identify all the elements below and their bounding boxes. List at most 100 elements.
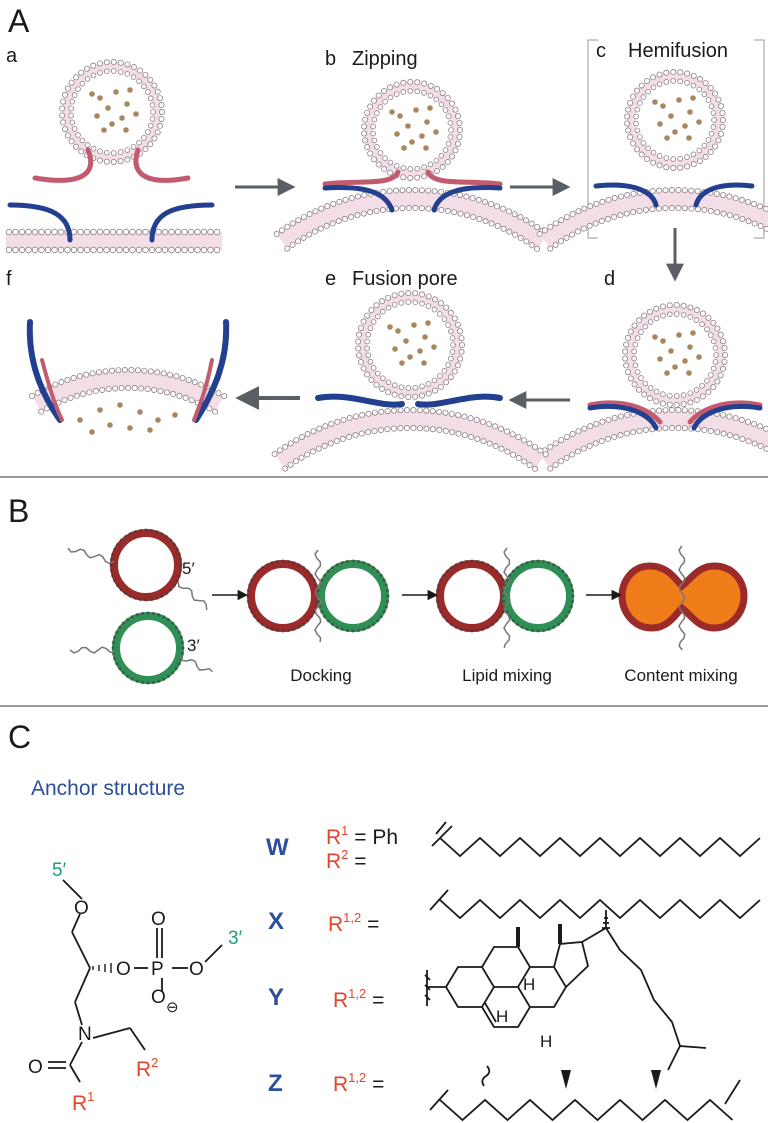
cargo-particle xyxy=(652,99,658,105)
label-5prime-anchor: 5′ xyxy=(52,860,67,881)
snare-t-b1 xyxy=(322,185,395,213)
cargo-particle xyxy=(427,105,433,111)
snare-f1 xyxy=(26,319,63,423)
cargo-particle xyxy=(119,115,125,121)
cargo-particle xyxy=(413,107,419,113)
cargo-particle xyxy=(686,370,692,376)
cargo-particle xyxy=(411,322,417,328)
atom-O-double: O xyxy=(151,909,166,930)
snare-v-a1 xyxy=(32,147,93,183)
cargo-particle xyxy=(117,402,123,408)
cargo-particle xyxy=(89,91,95,97)
target-membrane-b xyxy=(273,187,551,252)
snare-f3 xyxy=(40,358,64,422)
ring-H-1: H xyxy=(496,1007,508,1026)
cargo-particle xyxy=(676,97,682,103)
snare-v-b1 xyxy=(322,169,401,187)
snare-v-a2 xyxy=(133,147,191,183)
snare-f4 xyxy=(192,358,214,422)
cargo-particle xyxy=(660,338,666,344)
cargo-particle xyxy=(696,119,702,125)
snare-f2 xyxy=(193,319,230,423)
docking-dna-zipper xyxy=(314,549,322,643)
cargo-particle xyxy=(424,119,430,125)
step-label-f: f xyxy=(6,268,12,290)
snare-v-b2 xyxy=(425,169,503,187)
vesicle-ring xyxy=(110,529,182,601)
atom-O-carbonyl: O xyxy=(28,1057,43,1078)
methyl-wedge-2 xyxy=(558,924,562,944)
vesicle-red-start xyxy=(109,528,183,602)
cargo-particle xyxy=(124,101,130,107)
cargo-particle xyxy=(686,135,692,141)
target-membrane-a xyxy=(5,228,222,254)
content-mixed-vesicle xyxy=(618,562,748,632)
cargo-particle xyxy=(395,328,401,334)
step-label-e: e xyxy=(325,268,336,290)
step-title-fusion-pore: Fusion pore xyxy=(352,268,458,290)
cargo-particle xyxy=(97,407,103,413)
cargo-particle xyxy=(407,354,413,360)
snare-t-c2 xyxy=(693,182,755,208)
cargo-particle xyxy=(690,330,696,336)
cargo-particle xyxy=(672,129,678,135)
variant-W-r2: R2 = xyxy=(326,847,367,873)
snare-t-e2 xyxy=(415,393,503,408)
hemifusion-bracket-right xyxy=(754,39,765,239)
panel-label-a: A xyxy=(8,3,30,39)
variant-X-letter: X xyxy=(268,908,284,935)
vesicle-d xyxy=(622,302,729,408)
snare-t-e1 xyxy=(315,393,405,408)
cargo-particle xyxy=(431,344,437,350)
label-5prime: 5′ xyxy=(182,559,195,578)
chain-W-hexadecyl xyxy=(431,821,761,858)
cargo-particle xyxy=(123,127,129,133)
dna-strand-3b xyxy=(179,655,213,673)
label-3prime-anchor: 3′ xyxy=(228,928,243,949)
anchor-structure-heading: Anchor structure xyxy=(31,777,185,800)
stage-docking: Docking xyxy=(290,666,351,685)
bilayer-core xyxy=(274,410,546,469)
vesicle-ring xyxy=(112,612,184,684)
stage-lipid-mixing: Lipid mixing xyxy=(462,666,552,685)
lipid-red-vesicle xyxy=(435,559,509,633)
cargo-particle xyxy=(392,346,398,352)
step-label-d: d xyxy=(604,268,615,290)
cargo-particle xyxy=(389,109,395,115)
step-title-hemifusion: Hemifusion xyxy=(628,40,728,62)
cargo-particle xyxy=(387,324,393,330)
snare-t-a2 xyxy=(149,202,215,243)
vesicle-ring xyxy=(247,560,319,632)
cargo-particle xyxy=(657,356,663,362)
hemifusion-bracket-left xyxy=(587,39,598,239)
ring-H-2: H xyxy=(523,975,535,994)
vesicle-ring xyxy=(317,560,389,632)
vesicle-green-start xyxy=(111,611,185,685)
stereo-hash-wedge xyxy=(92,963,112,973)
bilayer-core xyxy=(276,190,548,249)
cargo-particle xyxy=(421,360,427,366)
variant-Z-r: R1,2 = xyxy=(333,1070,384,1096)
panel-label-b: B xyxy=(8,493,29,529)
methyl-wedge-1 xyxy=(516,927,520,947)
cargo-particle xyxy=(137,409,143,415)
cargo-particle xyxy=(690,95,696,101)
cargo-particle xyxy=(77,417,83,423)
atom-N: N xyxy=(78,1024,92,1045)
snare-t-d2 xyxy=(691,403,763,431)
cargo-particle xyxy=(672,364,678,370)
snare-v-d1 xyxy=(587,400,663,425)
cargo-particle xyxy=(687,109,693,115)
step-title-zipping: Zipping xyxy=(352,48,418,70)
docking-red-vesicle xyxy=(246,559,320,633)
cargo-particle xyxy=(109,121,115,127)
cargo-particle xyxy=(433,129,439,135)
bilayer-core xyxy=(539,410,768,469)
snare-t-d1 xyxy=(587,403,659,431)
cargo-particle xyxy=(409,139,415,145)
atom-O-ester1: O xyxy=(116,959,131,980)
cargo-particle xyxy=(94,113,100,119)
target-membrane-e xyxy=(271,407,549,472)
cargo-particle xyxy=(397,113,403,119)
